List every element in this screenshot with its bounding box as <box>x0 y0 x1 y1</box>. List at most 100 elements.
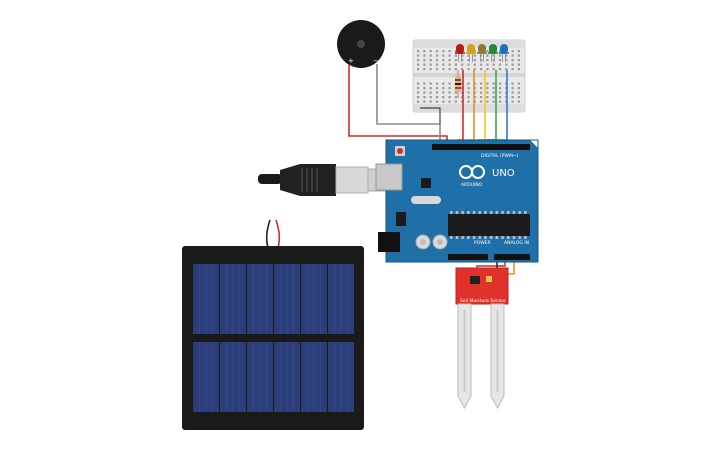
usb-cable[interactable] <box>258 164 387 196</box>
breadboard-hole <box>423 54 426 57</box>
breadboard-hole <box>429 100 432 103</box>
breadboard-hole <box>417 91 420 94</box>
breadboard-hole <box>511 68 514 71</box>
breadboard-hole <box>467 87 470 90</box>
breadboard-hole <box>417 50 420 53</box>
breadboard-hole <box>492 63 495 66</box>
breadboard-hole <box>486 68 489 71</box>
breadboard-hole <box>448 63 451 66</box>
breadboard[interactable] <box>412 39 526 113</box>
breadboard-hole <box>492 96 495 99</box>
led[interactable] <box>477 44 487 62</box>
breadboard-hole <box>511 59 514 62</box>
breadboard-hole <box>498 87 502 90</box>
breadboard-hole <box>467 96 470 99</box>
breadboard-hole <box>480 100 483 103</box>
arduino-logo-icon <box>459 165 485 179</box>
breadboard-hole <box>442 50 445 53</box>
breadboard-hole <box>442 91 445 94</box>
breadboard-hole <box>467 59 470 62</box>
chip-pin <box>484 211 487 214</box>
breadboard-hole <box>454 91 457 94</box>
breadboard-hole <box>454 100 457 103</box>
breadboard-hole <box>473 63 476 66</box>
breadboard-hole <box>429 68 432 71</box>
breadboard-hole <box>517 96 520 99</box>
led[interactable] <box>488 44 498 62</box>
led[interactable] <box>455 44 465 62</box>
chip-pin <box>484 236 487 239</box>
breadboard-hole <box>486 100 489 103</box>
breadboard-hole <box>435 63 439 66</box>
chip-pin <box>489 211 493 214</box>
breadboard-hole <box>492 68 495 71</box>
piezo-buzzer[interactable]: + − <box>337 20 385 68</box>
breadboard-hole <box>480 59 483 62</box>
breadboard-hole <box>480 82 483 85</box>
chip-pin <box>501 236 504 239</box>
breadboard-hole <box>492 82 495 85</box>
breadboard-hole <box>429 59 432 62</box>
breadboard-hole <box>480 87 483 90</box>
breadboard-hole <box>435 50 439 53</box>
breadboard-hole <box>511 87 514 90</box>
chip-pin <box>495 211 499 214</box>
breadboard-hole <box>435 68 439 71</box>
chip-pin <box>518 236 521 239</box>
sensor-label: Soil Moisture Sensor <box>460 298 506 304</box>
arduino-uno-board[interactable]: ARDUINO UNO DIGITAL (PWM~) ANALOG IN POW… <box>375 139 539 263</box>
solar-cell <box>328 342 354 412</box>
breadboard-hole <box>429 87 432 90</box>
breadboard-hole <box>417 63 420 66</box>
led[interactable] <box>466 44 476 62</box>
breadboard-hole <box>423 82 426 85</box>
breadboard-hole <box>517 54 520 57</box>
resistor[interactable] <box>455 70 461 98</box>
breadboard-hole <box>417 100 420 103</box>
breadboard-hole <box>467 68 470 71</box>
breadboard-hole <box>417 96 420 99</box>
breadboard-hole <box>480 68 483 71</box>
breadboard-hole <box>473 54 476 57</box>
breadboard-hole <box>498 50 502 53</box>
breadboard-hole <box>498 100 502 103</box>
breadboard-hole <box>448 50 451 53</box>
solar-cell <box>301 264 327 334</box>
chip-pin <box>478 236 481 239</box>
solar-cell <box>220 264 246 334</box>
breadboard-hole <box>442 54 445 57</box>
breadboard-hole <box>480 96 483 99</box>
solar-cell <box>301 342 327 412</box>
chip-pin <box>472 211 476 214</box>
breadboard-hole <box>467 91 470 94</box>
breadboard-hole <box>448 59 451 62</box>
breadboard-hole <box>454 63 457 66</box>
breadboard-hole <box>517 63 520 66</box>
chip-pin <box>495 236 499 239</box>
breadboard-hole <box>492 91 495 94</box>
breadboard-hole <box>461 63 464 66</box>
chip-pin <box>489 236 493 239</box>
breadboard-hole <box>486 96 489 99</box>
breadboard-hole <box>448 54 451 57</box>
breadboard-hole <box>454 50 457 53</box>
breadboard-hole <box>486 63 489 66</box>
chip-pin <box>507 236 510 239</box>
breadboard-hole <box>517 59 520 62</box>
breadboard-hole <box>442 82 445 85</box>
power-pins-label: POWER <box>474 240 491 246</box>
chip-pin <box>524 236 527 239</box>
led[interactable] <box>499 44 509 62</box>
breadboard-hole <box>505 54 508 57</box>
breadboard-hole <box>467 100 470 103</box>
soil-moisture-sensor[interactable]: Soil Moisture Sensor <box>455 267 509 410</box>
breadboard-hole <box>498 68 502 71</box>
breadboard-hole <box>480 54 483 57</box>
breadboard-hole <box>517 50 520 53</box>
breadboard-hole <box>486 50 489 53</box>
solar-cell <box>274 342 300 412</box>
breadboard-hole <box>454 59 457 62</box>
breadboard-hole <box>429 50 432 53</box>
breadboard-hole <box>473 100 476 103</box>
solar-panel[interactable] <box>182 219 364 430</box>
